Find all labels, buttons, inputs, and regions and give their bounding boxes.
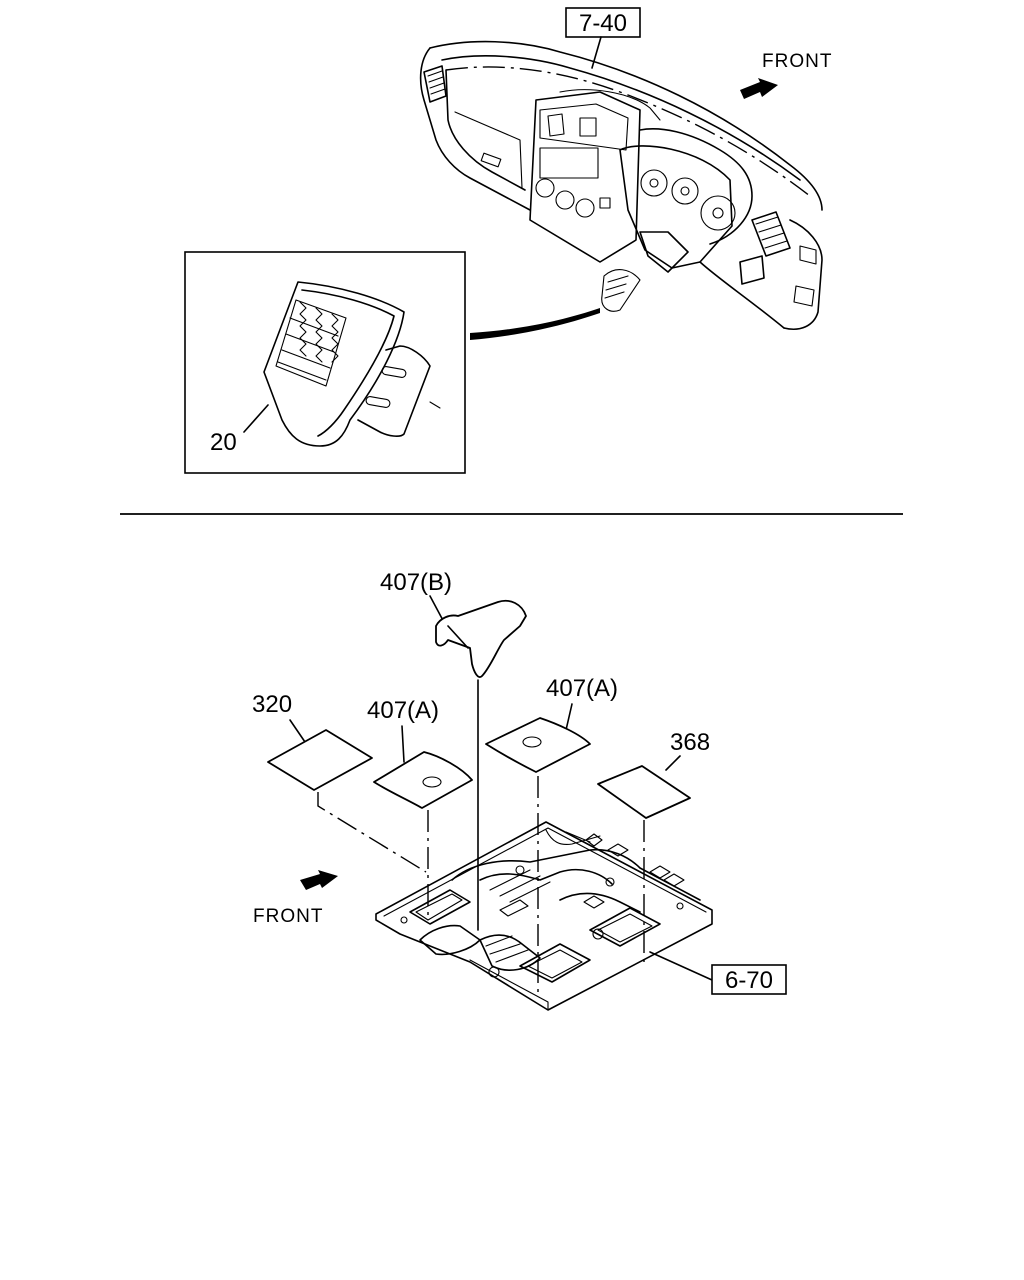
callout-407b: 407(B) — [380, 569, 452, 596]
leader-7-40 — [591, 36, 602, 69]
callout-368: 368 — [670, 729, 710, 756]
dashboard-drawing — [419, 40, 823, 330]
ref-box-6-70[interactable]: 6-70 — [711, 964, 787, 995]
upper-view: 7-40 FRONT — [184, 7, 832, 474]
callout-320: 320 — [252, 691, 292, 718]
callout-407a-left: 407(A) — [367, 697, 439, 724]
callout-407a-right: 407(A) — [546, 675, 618, 702]
leader-6-70 — [649, 951, 713, 981]
ref-box-7-40[interactable]: 7-40 — [565, 7, 641, 38]
arrow-left-icon — [300, 870, 338, 890]
pad-407a-right[interactable] — [485, 717, 591, 773]
placement-line-320 — [317, 792, 427, 873]
floor-panel-drawing — [375, 821, 713, 1011]
pad-407a-left[interactable] — [373, 751, 473, 809]
pad-320[interactable] — [267, 729, 373, 791]
arrow-right-icon — [740, 78, 778, 99]
pad-368[interactable] — [597, 765, 691, 819]
lower-view: 407(B) 320 407(A) 407(A) 368 FRONT — [252, 569, 787, 1011]
ref-box-6-70-text: 6-70 — [725, 967, 773, 994]
inset-leader — [470, 308, 600, 340]
front-label-upper: FRONT — [762, 51, 832, 72]
front-label-lower: FRONT — [253, 906, 323, 927]
callout-20: 20 — [210, 429, 237, 456]
ref-box-7-40-text: 7-40 — [579, 10, 627, 37]
detail-inset: 20 — [184, 251, 600, 474]
insulator-407b[interactable] — [435, 599, 527, 678]
